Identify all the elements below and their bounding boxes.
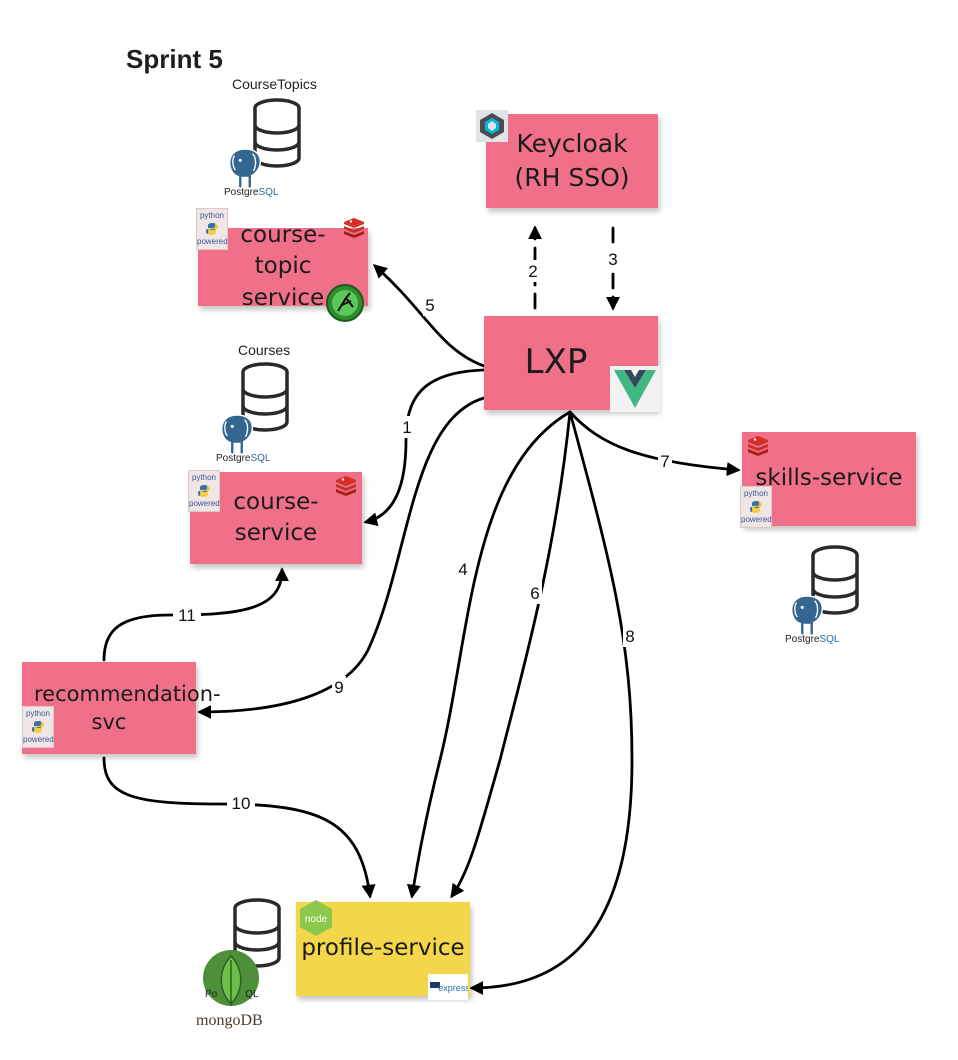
postgres-text-b: SQL [250, 453, 271, 464]
course-topic-service-label: course-topic service [240, 228, 326, 306]
python-badge-4: python powered [22, 706, 54, 748]
mongodb-leaf-icon [203, 950, 259, 1006]
python-badge-bottom: powered [741, 515, 772, 524]
edge-11 [102, 567, 289, 662]
edge-label-9: 9 [334, 678, 343, 697]
db-profile [203, 898, 281, 1006]
gin-icon [326, 284, 364, 322]
nodejs-icon: node [296, 898, 336, 938]
edge-label-1: 1 [402, 418, 411, 437]
postgres-text-2: PostgreSQL [216, 453, 270, 464]
python-icon [750, 501, 762, 513]
express-icon-text: express [438, 983, 468, 993]
python-icon [198, 485, 210, 497]
postgres-text-a: Postgre [785, 634, 820, 645]
edge-label-3: 3 [608, 250, 617, 269]
recommendation-svc-label: recommendation-svc [34, 681, 221, 734]
redis-icon [336, 476, 356, 496]
python-badge-top: python [25, 709, 51, 718]
edge-1 [363, 368, 486, 527]
redis-icon [344, 218, 364, 238]
profile-db-partial-text: Po QL [205, 989, 259, 1000]
edge-label-2: 2 [528, 262, 537, 281]
edge-label-8: 8 [625, 627, 634, 646]
postgres-text-3: PostgreSQL [785, 634, 839, 645]
edge-8 [469, 410, 634, 995]
db-coursetopics [228, 98, 301, 190]
edge-label-10: 10 [232, 794, 251, 813]
postgres-text-b: SQL [258, 187, 279, 198]
edge-label-4: 4 [458, 560, 467, 579]
edge-5 [372, 264, 486, 368]
db-courses [220, 362, 289, 456]
python-badge-top: python [743, 489, 769, 498]
python-badge-2: python powered [188, 470, 220, 512]
edges [102, 225, 741, 995]
mongo-partial-a: Po [205, 989, 218, 1000]
edge-label-5: 5 [425, 296, 434, 315]
keycloak-icon [476, 110, 508, 142]
keycloak-label: Keycloak (RH SSO) [514, 129, 630, 192]
python-badge-bottom: powered [197, 237, 228, 246]
python-badge-bottom: powered [189, 499, 220, 508]
python-badge-top: python [199, 211, 225, 220]
db-label-coursetopics: CourseTopics [232, 76, 317, 92]
edge-6 [450, 410, 572, 899]
edge-9 [197, 396, 486, 719]
edge-4 [406, 410, 572, 899]
nodejs-icon-text: node [305, 914, 328, 925]
skills-service-label: skills-service [755, 465, 903, 492]
edge-labels: 1 2 3 4 5 6 7 8 9 10 11 [173, 248, 672, 814]
edge-7 [568, 410, 741, 477]
db-label-courses: Courses [238, 342, 291, 358]
page-title: Sprint 5 [126, 44, 223, 74]
express-icon: express [428, 974, 470, 1000]
python-badge-top: python [191, 473, 217, 482]
profile-service-label: profile-service [301, 935, 465, 962]
keycloak-note[interactable]: Keycloak (RH SSO) [486, 114, 658, 208]
python-icon [32, 721, 44, 733]
vue-icon [610, 366, 660, 412]
python-badge-3: python powered [740, 486, 772, 528]
edge-10 [102, 756, 376, 899]
python-badge-1: python powered [196, 208, 228, 250]
redis-icon [748, 436, 768, 456]
postgres-text-a: Postgre [216, 453, 251, 464]
postgres-text-1: PostgreSQL [224, 187, 278, 198]
course-service-label: course-service [233, 488, 319, 546]
mongo-partial-b: QL [245, 989, 259, 1000]
postgres-text-b: SQL [819, 634, 840, 645]
edge-label-7: 7 [660, 452, 669, 471]
mongodb-text: mongoDB [196, 1012, 263, 1029]
python-icon [206, 223, 218, 235]
postgres-text-a: Postgre [224, 187, 259, 198]
python-badge-bottom: powered [23, 735, 54, 744]
edge-label-6: 6 [530, 584, 539, 603]
edge-label-11: 11 [178, 606, 196, 625]
db-skills [790, 545, 859, 637]
lxp-label: LXP [524, 342, 588, 383]
